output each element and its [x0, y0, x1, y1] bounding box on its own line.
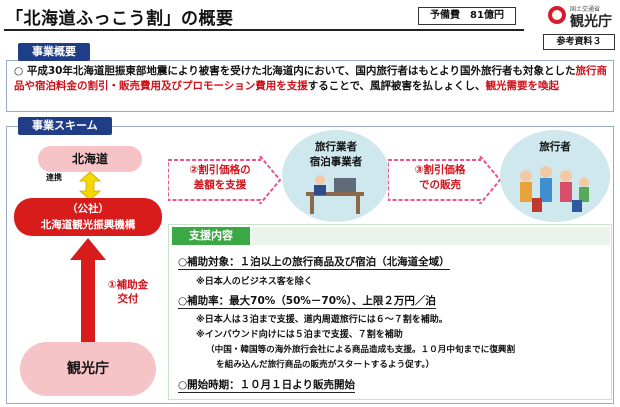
start-text: ○開始時期：１０月１日より販売開始 — [178, 379, 355, 393]
overview-lead: ○ 平成30年北海道胆振東部地震により被害を受けた北海道内において、国内旅行者は… — [14, 65, 576, 77]
step2-label: ②割引価格の 差額を支援 — [189, 164, 251, 191]
support-panel — [168, 224, 612, 400]
overview-mid: することで、風評被害を払しょくし、 — [307, 80, 486, 92]
support-header-bar — [252, 227, 610, 245]
agency-name: 観光庁 — [570, 14, 612, 30]
operators-label: 旅行業者 宿泊事業者 — [309, 141, 363, 168]
step3-label: ③割引価格 での販売 — [414, 164, 466, 191]
rate-note-1: ※日本人は３泊まで支援、道内周遊旅行には６～７割を補助。 — [196, 315, 448, 325]
target-note: ※日本人のビジネス客を除く — [196, 277, 313, 287]
hokkaido-tourism-org-node: （公社） 北海道観光振興機構 — [14, 198, 162, 236]
step3-arrow-icon — [388, 156, 502, 204]
rate-line: ○補助率：最大70%（50%－70%）、上限２万円／泊 — [178, 293, 436, 309]
target-line: ○補助対象：１泊以上の旅行商品及び宿泊（北海道全域） — [178, 254, 450, 270]
rate-label: ○補助率 — [178, 295, 219, 307]
rate-note-2: ※インバウンド向けには５泊まで支援、７割を補助 — [196, 330, 403, 340]
overview-highlight-1: 旅行商品や宿泊料金の割引・販売費用及びプロモーション費用を支援 — [14, 65, 607, 92]
travelers-group-icon — [520, 166, 589, 212]
rate-note-3: （中国・韓国等の海外旅行会社による商品造成も支援。１０月中旬までに復興割 — [206, 345, 516, 355]
org-line-1: （公社） — [67, 203, 109, 215]
overview-highlight-2: 観光需要を喚起 — [485, 80, 560, 92]
rate-note-4: を組み込んだ旅行商品の販売がスタートするよう促す。） — [216, 360, 435, 370]
page-title: 「北海道ふっこう割」の概要 — [6, 9, 234, 29]
travelers-label: 旅行者 — [539, 141, 571, 153]
org-line-2: 北海道観光振興機構 — [40, 219, 136, 231]
overview-panel — [6, 60, 614, 112]
overview-text: ○ 平成30年北海道胆振東部地震により被害を受けた北海道内において、国内旅行者は… — [14, 64, 610, 94]
agency-logo: 国土交通省 観光庁 — [548, 2, 618, 32]
start-label: ○開始時期 — [178, 379, 230, 391]
hokkaido-node: 北海道 — [38, 146, 142, 172]
rate-value: ：最大70%（50%－70%）、上限２万円／泊 — [218, 295, 436, 307]
step2-arrow-icon — [168, 156, 282, 204]
overview-tab: 事業概要 — [18, 43, 90, 61]
cooperation-label: 連携 — [46, 173, 62, 182]
rate-text: ○補助率：最大70%（50%－70%）、上限２万円／泊 — [178, 295, 436, 309]
cooperation-arrow-icon — [78, 172, 102, 200]
subsidy-label: ①補助金 交付 — [107, 279, 149, 305]
agency-sub-label: 国土交通省 — [570, 6, 601, 13]
subsidy-arrow-icon — [70, 238, 106, 342]
target-value: １泊以上の旅行商品及び宿泊（北海道全域） — [239, 256, 450, 268]
budget-badge: 予備費 81億円 — [418, 7, 516, 25]
travelers-circle — [500, 130, 610, 222]
office-worker-icon — [306, 175, 364, 214]
title-divider — [4, 29, 524, 31]
reference-badge: 参考資料３ — [543, 34, 615, 50]
scheme-tab: 事業スキーム — [18, 117, 112, 135]
support-tab: 支援内容 — [172, 227, 250, 245]
kankocho-node: 観光庁 — [20, 342, 156, 396]
target-label: ○補助対象： — [178, 256, 240, 268]
start-value: ：１０月１日より販売開始 — [229, 379, 355, 391]
jta-logo-icon — [548, 6, 566, 24]
operators-circle — [282, 130, 390, 222]
start-line: ○開始時期：１０月１日より販売開始 — [178, 377, 355, 393]
target-text: ○補助対象：１泊以上の旅行商品及び宿泊（北海道全域） — [178, 256, 450, 270]
